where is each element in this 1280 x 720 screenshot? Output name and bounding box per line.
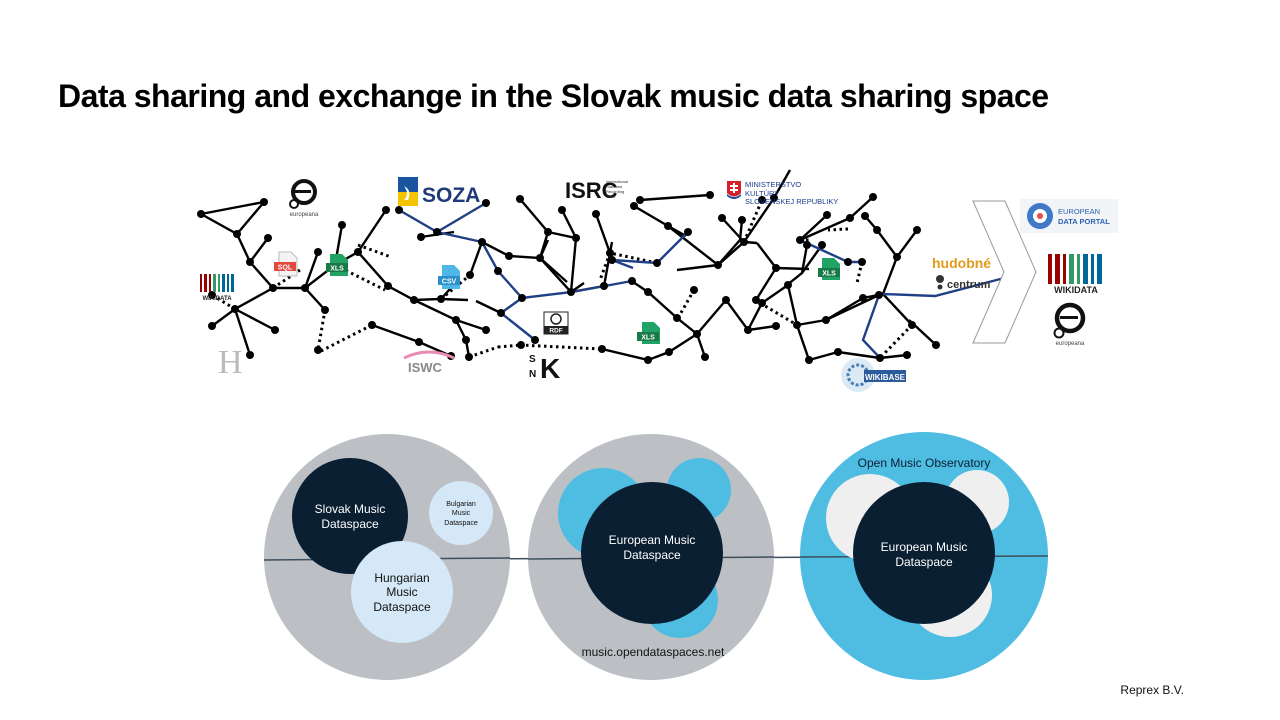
centrum-text: centrum: [947, 279, 991, 291]
bulgarian-label-2: Music: [452, 510, 471, 517]
flow-chevron: [972, 200, 1037, 344]
bulgarian-music-dataspace-circle: [429, 481, 493, 545]
european-music-dataspace-circle-2: [853, 482, 995, 624]
europeana-logo-top: europeana: [289, 179, 319, 218]
iswc-logo: ISWC: [403, 350, 455, 375]
xls-file-icon-middle: XLS: [637, 322, 660, 344]
european-music-dataspace-circle-1: [581, 482, 723, 624]
csv-file-icon: CSV: [438, 265, 460, 289]
slovak-label-1: Slovak Music: [315, 502, 386, 516]
european-data-portal-logo: EUROPEAN DATA PORTAL: [1020, 199, 1118, 233]
europeana-label: europeana: [290, 212, 319, 218]
slovak-label-2: Dataspace: [321, 517, 379, 531]
ministry-line-2: KULTÚRY: [745, 189, 779, 198]
rdf-icon: RDF: [543, 311, 569, 335]
xls-label-right: XLS: [822, 271, 836, 278]
xls-label-left: XLS: [330, 266, 344, 273]
ministry-line-3: SLOVENSKEJ REPUBLIKY: [745, 197, 838, 206]
wikidata-right-label: WIKIDATA: [1054, 285, 1098, 295]
open-dataspaces-url: music.opendataspaces.net: [582, 645, 725, 659]
bulgarian-label-3: Dataspace: [444, 520, 478, 527]
hungarian-label-2: Music: [386, 585, 417, 599]
europeana-right-label: europeana: [1056, 341, 1085, 347]
slovak-music-dataspace-circle: [292, 458, 408, 574]
sql-file-icon: SQL: [274, 251, 298, 277]
isrc-sub-3: Recording: [606, 189, 624, 194]
snk-n: N: [529, 369, 536, 380]
snk-s: S: [529, 354, 536, 365]
europeana-logo-right: europeana: [1053, 302, 1086, 347]
isrc-sub-4: Code: [606, 194, 616, 199]
european-label-2-line-2: Dataspace: [895, 555, 953, 569]
network-nodes: [197, 191, 940, 364]
hf-logo: H: [218, 344, 243, 381]
wikidata-logo-right: WIKIDATA: [1048, 254, 1102, 295]
hungarian-music-dataspace-circle: [351, 541, 453, 643]
edp-line-1: EUROPEAN: [1058, 207, 1100, 216]
european-label-2-line-1: European Music: [881, 540, 968, 554]
slide-title: Data sharing and exchange in the Slovak …: [58, 78, 1049, 114]
wikidata-left-label: WIKIDATA: [202, 296, 232, 302]
european-label-1-line-2: Dataspace: [623, 548, 681, 562]
sql-label: SQL: [278, 265, 293, 272]
hungarian-label-3: Dataspace: [373, 600, 431, 614]
edp-line-2: DATA PORTAL: [1058, 217, 1110, 226]
open-music-observatory-label: Open Music Observatory: [858, 456, 991, 470]
isrc-sub-2: Standard: [606, 184, 622, 189]
hudobne-centrum-logo: hudobné centrum: [932, 255, 991, 291]
xls-label-middle: XLS: [641, 335, 655, 342]
dataspace-group-2: European Music Dataspace music.opendatas…: [527, 434, 775, 680]
ministry-line-1: MINISTERSTVO: [745, 180, 801, 189]
hungarian-label-1: Hungarian: [374, 571, 429, 585]
snk-k: K: [540, 353, 560, 384]
footer-credit: Reprex B.V.: [1120, 683, 1184, 697]
rdf-label: RDF: [549, 328, 562, 335]
wikibase-text: WIKIBASE: [865, 373, 906, 382]
csv-label: CSV: [442, 279, 457, 286]
bulgarian-label-1: Bulgarian: [446, 501, 476, 508]
isrc-sub-1: International: [606, 179, 628, 184]
isrc-text: ISRC: [565, 178, 618, 203]
iswc-text: ISWC: [408, 360, 443, 375]
soza-text: SOZA: [422, 184, 480, 207]
xls-file-icon-left: XLS: [326, 254, 348, 276]
wikidata-logo-left: WIKIDATA: [200, 274, 234, 302]
wikibase-logo: WIKIBASE: [841, 358, 906, 392]
isrc-logo: ISRC International Standard Recording Co…: [565, 178, 628, 203]
snk-logo: S N K: [529, 353, 560, 384]
european-label-1-line-1: European Music: [609, 533, 696, 547]
hf-text: H: [218, 344, 243, 381]
dataspace-group-1: Slovak Music Dataspace Bulgarian Music D…: [263, 434, 511, 680]
xls-file-icon-right: XLS: [818, 258, 840, 280]
dataspace-group-3: European Music Dataspace Open Music Obse…: [799, 432, 1049, 680]
hudobne-text: hudobné: [932, 255, 991, 271]
ministry-logo: MINISTERSTVO KULTÚRY SLOVENSKEJ REPUBLIK…: [727, 180, 838, 206]
soza-logo: SOZA: [398, 177, 480, 207]
